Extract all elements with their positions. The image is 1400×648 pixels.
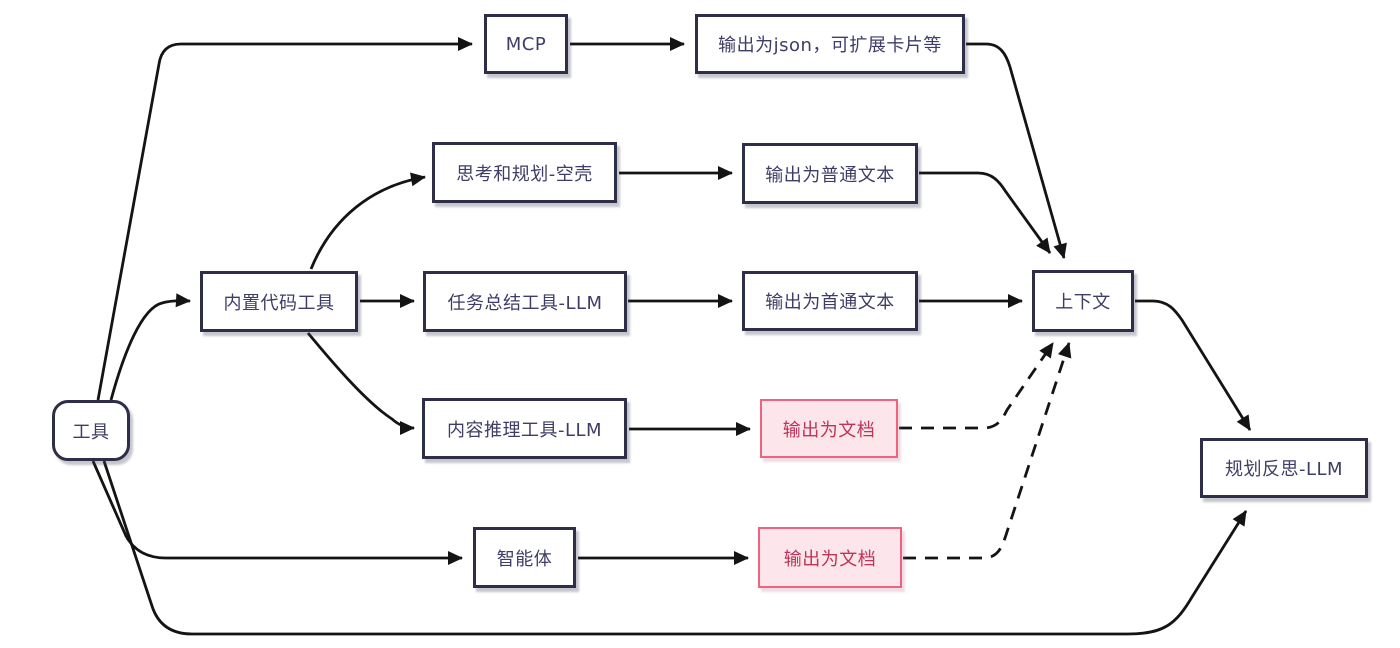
node-plain-output-label: 输出为普通文本	[765, 164, 895, 186]
node-content-reasoning-label: 内容推理工具-LLM	[446, 419, 603, 441]
node-first-output-label: 输出为首通文本	[765, 292, 895, 313]
node-first-output[interactable]: 输出为首通文本	[742, 271, 918, 331]
node-json-output[interactable]: 输出为json，可扩展卡片等	[695, 14, 965, 74]
edge-doc-output-top-to-context	[899, 342, 1055, 430]
edge-doc-output-bottom-to-context	[903, 342, 1072, 560]
node-think-plan[interactable]: 思考和规划-空壳	[432, 142, 617, 203]
node-context[interactable]: 上下文	[1032, 270, 1134, 332]
edge-plain-output-to-context	[919, 171, 1052, 254]
node-tool-label: 工具	[72, 421, 110, 443]
node-doc-output-bottom[interactable]: 输出为文档	[758, 527, 902, 588]
node-task-summary-label: 任务总结工具-LLM	[447, 292, 603, 314]
node-tool[interactable]: 工具	[52, 400, 130, 461]
node-json-output-label: 输出为json，可扩展卡片等	[718, 35, 942, 56]
node-doc-output-bottom-label: 输出为文档	[783, 548, 877, 570]
node-context-label: 上下文	[1055, 292, 1111, 313]
edge-json-output-to-context	[966, 42, 1067, 259]
node-agent[interactable]: 智能体	[473, 527, 576, 588]
node-content-reasoning[interactable]: 内容推理工具-LLM	[422, 398, 627, 459]
node-think-plan-label: 思考和规划-空壳	[456, 163, 593, 185]
edge-builtin-code-to-think-plan	[309, 172, 426, 270]
edge-context-to-plan-reflection	[1135, 299, 1252, 431]
node-mcp-label: MCP	[505, 33, 547, 55]
node-doc-output-top[interactable]: 输出为文档	[760, 399, 898, 458]
node-plan-reflection-label: 规划反思-LLM	[1224, 459, 1344, 480]
edge-tool-to-mcp	[96, 37, 473, 401]
edge-builtin-code-to-content-reasoning	[306, 332, 415, 435]
node-builtin-code[interactable]: 内置代码工具	[200, 271, 358, 332]
node-doc-output-top-label: 输出为文档	[782, 419, 876, 441]
edge-tool-to-plan-reflection	[102, 460, 1248, 636]
node-task-summary[interactable]: 任务总结工具-LLM	[423, 271, 627, 332]
node-builtin-code-label: 内置代码工具	[223, 292, 335, 314]
edge-tool-to-builtin-code	[109, 293, 191, 401]
edge-tool-to-agent	[91, 460, 463, 565]
node-mcp[interactable]: MCP	[484, 14, 568, 74]
node-plan-reflection[interactable]: 规划反思-LLM	[1200, 438, 1368, 498]
node-agent-label: 智能体	[496, 548, 553, 570]
node-plain-output[interactable]: 输出为普通文本	[742, 143, 918, 204]
